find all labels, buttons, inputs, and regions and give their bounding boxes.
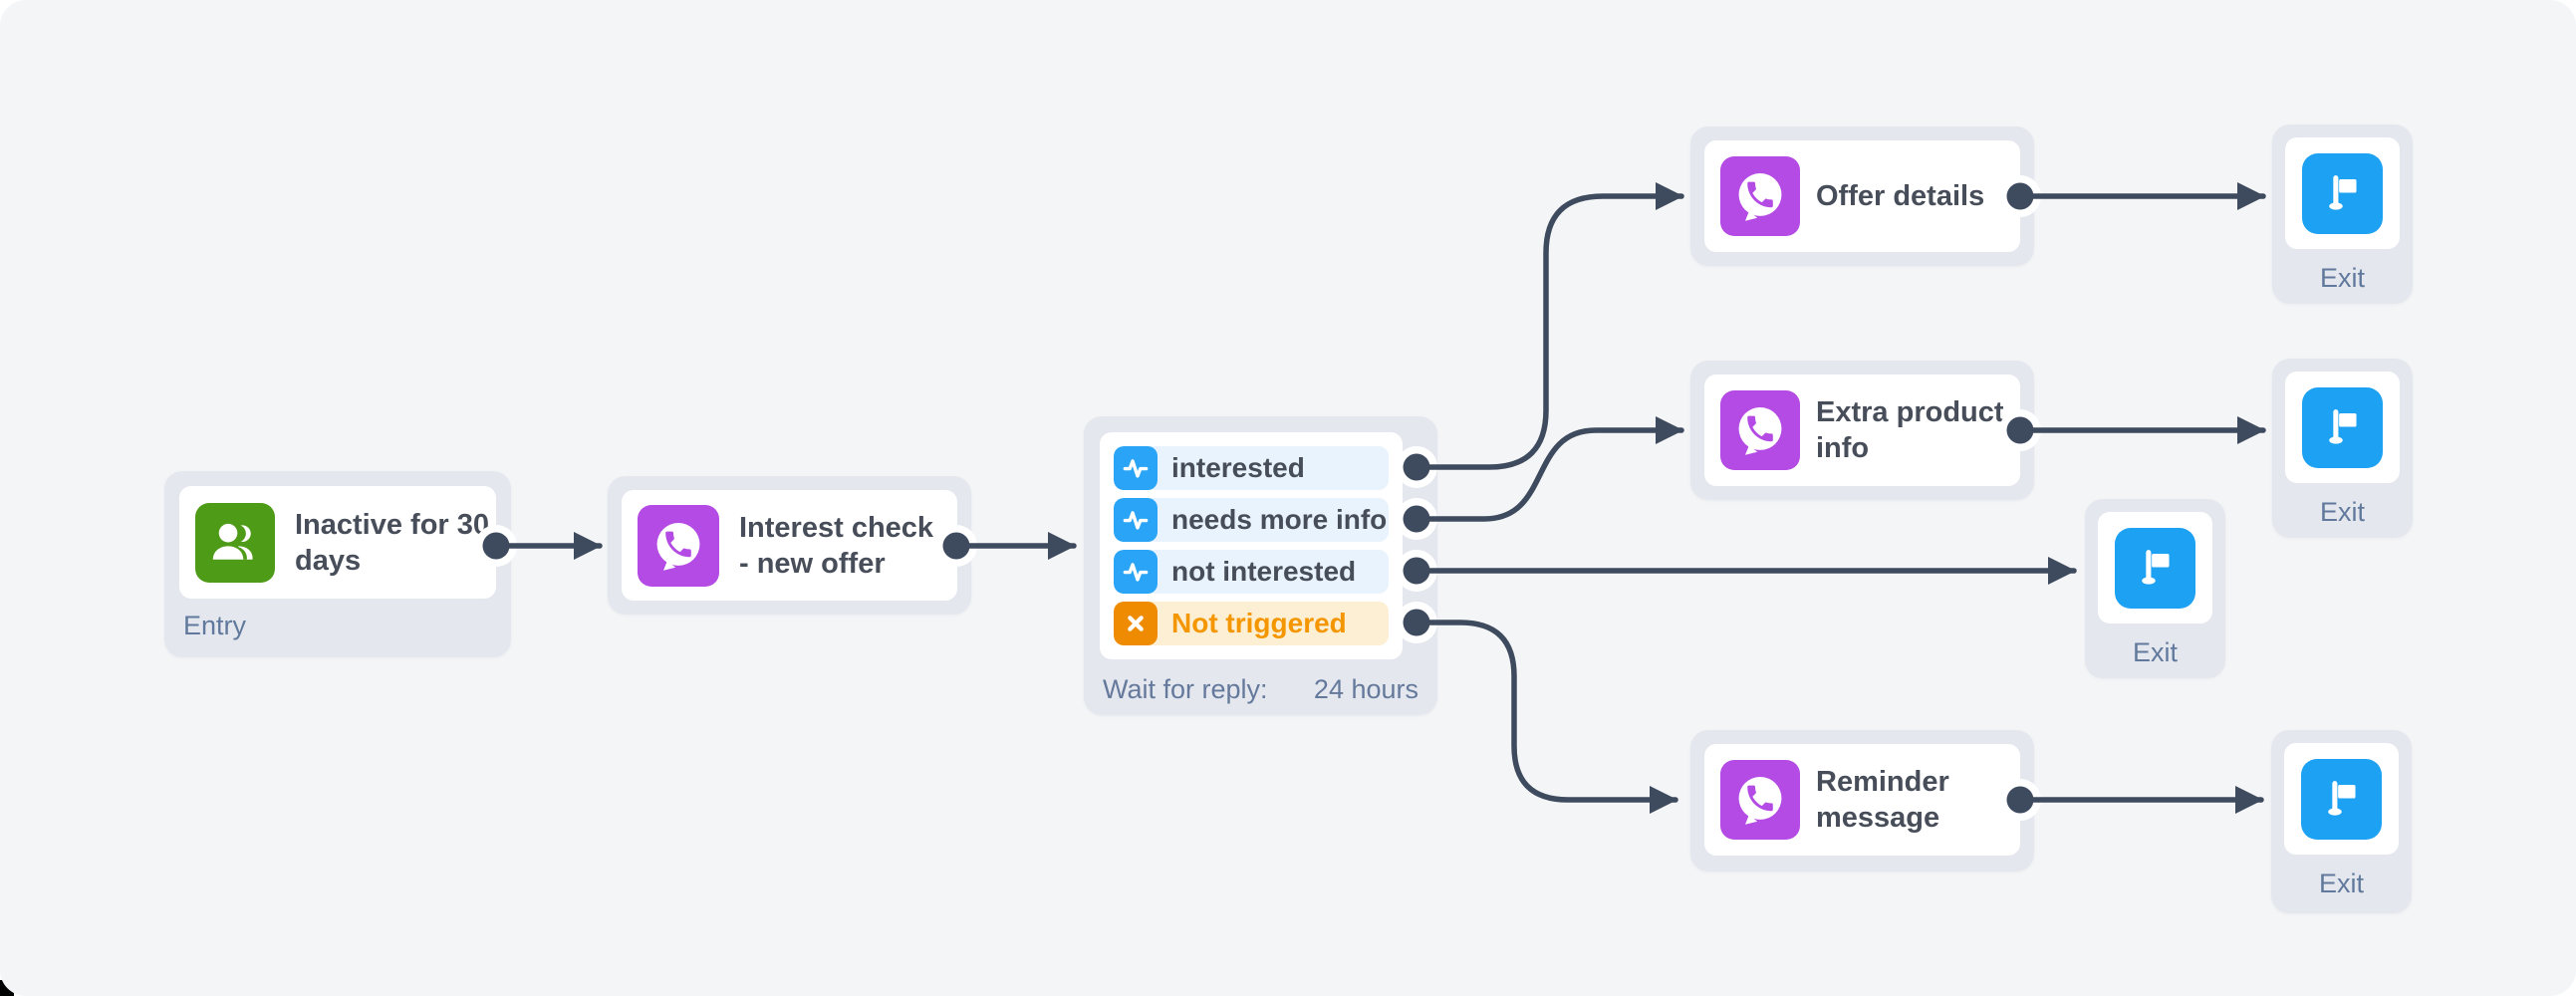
whatsapp-node-extra-product-info[interactable]: Extra product info xyxy=(1690,361,2034,500)
branch-outcome-interested[interactable]: interested xyxy=(1114,446,1389,490)
node-card: Interest check - new offer xyxy=(622,490,957,601)
outcome-label: needs more info xyxy=(1171,504,1388,535)
title-line: message xyxy=(1816,802,1940,834)
title-line: info xyxy=(1816,432,1870,464)
exit-label: Exit xyxy=(2132,637,2178,667)
node-title: Reminder message xyxy=(1816,764,1949,836)
whatsapp-icon xyxy=(1720,156,1800,236)
exit-card xyxy=(2098,512,2212,623)
exit-label: Exit xyxy=(2319,263,2365,293)
connector-needs-more-info-to-extra-product-info xyxy=(1414,416,1684,522)
whatsapp-node-offer-details[interactable]: Offer details xyxy=(1690,126,2034,266)
entry-node-card: Inactive for 30 days xyxy=(179,486,496,599)
exit-label: Exit xyxy=(2319,497,2365,527)
whatsapp-node-interest-check[interactable]: Interest check - new offer xyxy=(608,476,971,615)
wait-for-reply-value: 24 hours xyxy=(1313,674,1418,704)
outcome-label: interested xyxy=(1171,452,1305,483)
outcome-label: Not triggered xyxy=(1171,608,1347,638)
whatsapp-node-reminder-message[interactable]: Reminder message xyxy=(1690,730,2034,872)
branch-outcome-needs-more-info[interactable]: needs more info xyxy=(1114,498,1389,542)
flag-icon xyxy=(2115,527,2195,609)
exit-node-1[interactable]: Exit xyxy=(2272,124,2413,304)
flag-icon xyxy=(2301,758,2382,840)
title-line: Reminder xyxy=(1816,766,1949,798)
people-icon xyxy=(195,502,275,583)
pulse-icon xyxy=(1114,498,1158,542)
exit-node-3[interactable]: Exit xyxy=(2085,499,2225,678)
connector-interested-to-offer-details xyxy=(1414,182,1684,470)
node-card: Offer details xyxy=(1704,140,2020,252)
node-title: Extra product info xyxy=(1816,394,2004,466)
outcome-label: not interested xyxy=(1171,556,1357,587)
node-title: Interest check - new offer xyxy=(739,510,933,582)
exit-node-2[interactable]: Exit xyxy=(2272,359,2413,538)
title-line: days xyxy=(295,544,362,577)
wait-for-reply-node[interactable]: interested needs more info not intereste… xyxy=(1084,416,1437,715)
whatsapp-icon xyxy=(638,504,719,587)
title-line: Inactive for 30 xyxy=(295,508,490,541)
title-line: Interest check xyxy=(739,511,934,544)
pulse-icon xyxy=(1114,550,1158,594)
connector-not-triggered-to-reminder xyxy=(1414,620,1678,814)
entry-label: Entry xyxy=(183,611,247,640)
exit-label: Exit xyxy=(2318,869,2364,898)
whatsapp-icon xyxy=(1720,390,1800,470)
flag-icon xyxy=(2302,152,2383,234)
node-title: Offer details xyxy=(1816,178,1984,214)
exit-card xyxy=(2285,372,2400,483)
exit-node-4[interactable]: Exit xyxy=(2271,730,2412,913)
branch-outcome-not-triggered[interactable]: Not triggered xyxy=(1114,602,1389,645)
branch-card: interested needs more info not intereste… xyxy=(1100,432,1403,659)
exit-card xyxy=(2285,137,2400,249)
node-card: Extra product info xyxy=(1704,374,2020,486)
node-title: Inactive for 30 days xyxy=(295,507,489,579)
pulse-icon xyxy=(1114,446,1158,490)
whatsapp-icon xyxy=(1720,760,1800,840)
wait-for-reply-label: Wait for reply: xyxy=(1103,674,1268,704)
x-icon xyxy=(1114,602,1158,645)
title-line: - new offer xyxy=(739,547,886,580)
title-line: Offer details xyxy=(1816,180,1985,212)
entry-node[interactable]: Inactive for 30 days Entry xyxy=(164,471,511,657)
exit-card xyxy=(2284,743,2399,855)
branch-outcome-not-interested[interactable]: not interested xyxy=(1114,550,1389,594)
wait-for-reply-footer: Wait for reply: 24 hours xyxy=(1100,674,1421,705)
node-card: Reminder message xyxy=(1704,744,2020,856)
flag-icon xyxy=(2302,386,2383,468)
title-line: Extra product xyxy=(1816,396,2004,428)
